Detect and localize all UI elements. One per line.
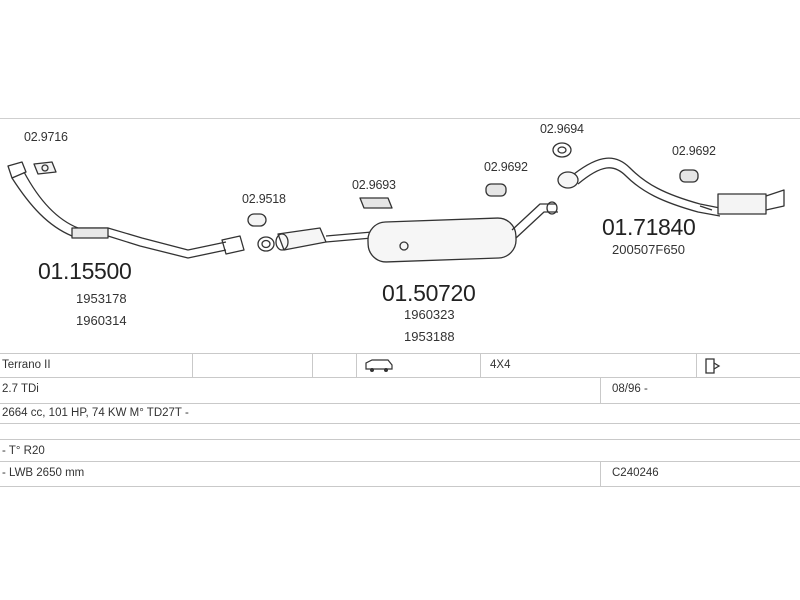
van-icon — [364, 357, 394, 381]
exhaust-diagram: 02.9716 02.9518 02.9693 02.9692 02.9694 … — [0, 118, 800, 353]
table-row: - LWB 2650 mm C240246 — [0, 461, 800, 487]
engine-cell: 2.7 TDi — [2, 383, 39, 395]
ref-front-pipe-1: 1953178 — [76, 291, 127, 306]
part-number-front-pipe: 01.15500 — [38, 258, 132, 284]
fitting-label-02-9518: 02.9518 — [242, 192, 286, 206]
date-cell: 08/96 - — [612, 383, 648, 395]
type-cell: - T° R20 — [2, 445, 45, 457]
table-row: 2.7 TDi 08/96 - — [0, 377, 800, 404]
table-row: 2664 cc, 101 HP, 74 KW M° TD27T - — [0, 403, 800, 424]
fitting-label-02-9692-b: 02.9692 — [672, 144, 716, 158]
fitting-label-02-9692-a: 02.9692 — [484, 160, 528, 174]
ref-rear-silencer-1: 200507F650 — [612, 242, 686, 257]
table-row — [0, 423, 800, 440]
ref-middle-silencer-1: 1960323 — [404, 307, 455, 322]
document-icon — [704, 357, 722, 381]
part-number-rear-silencer: 01.71840 — [602, 214, 696, 240]
table-row: Terrano II 4X4 — [0, 353, 800, 378]
fitting-label-02-9693: 02.9693 — [352, 178, 396, 192]
fitting-label-02-9716: 02.9716 — [24, 130, 68, 144]
ref-middle-silencer-2: 1953188 — [404, 329, 455, 344]
drive-cell: 4X4 — [490, 359, 511, 371]
ref-front-pipe-2: 1960314 — [76, 313, 127, 328]
top-rule — [0, 118, 800, 119]
wheelbase-cell: - LWB 2650 mm — [2, 467, 85, 479]
model-cell: Terrano II — [2, 359, 51, 371]
part-number-middle-silencer: 01.50720 — [382, 280, 476, 306]
exhaust-drawing — [7, 142, 785, 263]
code-cell: C240246 — [612, 467, 659, 479]
fitting-label-02-9694: 02.9694 — [540, 122, 584, 136]
table-row: - T° R20 — [0, 439, 800, 462]
spec-cell: 2664 cc, 101 HP, 74 KW M° TD27T - — [2, 407, 189, 419]
